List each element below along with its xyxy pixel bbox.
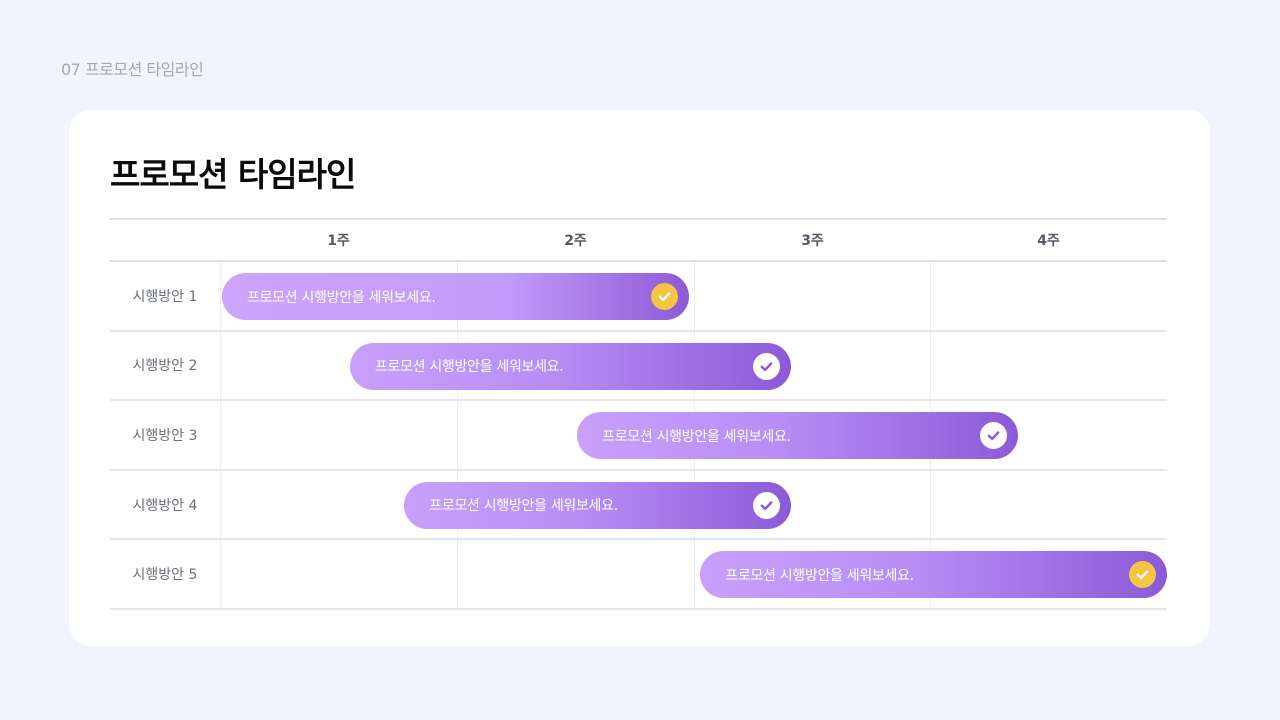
week-header-row: 1주 2주 3주 4주 [110,218,1167,262]
week-header-3: 3주 [801,233,824,249]
grid-divider [930,331,932,400]
bar-text: 프로모션 시행방안을 세워보세요. [247,289,436,306]
timeline-row: 시행방안 2 프로모션 시행방안을 세워보세요. [110,331,1167,402]
grid-divider [693,262,695,330]
grid-divider [456,401,458,469]
timeline-row: 시행방안 3 프로모션 시행방안을 세워보세요. [110,401,1167,471]
grid-divider [220,470,221,539]
check-icon [979,422,1007,450]
timeline-row: 시행방안 5 프로모션 시행방안을 세워보세요. [110,540,1167,610]
row-label: 시행방안 3 [132,427,198,444]
row-label: 시행방안 4 [132,497,198,514]
timeline-bar[interactable]: 프로모션 시행방안을 세워보세요. [577,412,1018,460]
grid-divider [930,470,932,539]
timeline-rows: 시행방안 1 프로모션 시행방안을 세워보세요. 시행방안 2 프로모션 시행방안을 … [110,262,1167,610]
bar-text: 프로모션 시행방안을 세워보세요. [429,498,618,515]
bar-text: 프로모션 시행방안을 세워보세요. [725,567,914,584]
week-header-2: 2주 [564,233,587,249]
page-title: 프로모션 타임라인 [110,155,356,194]
timeline-row: 시행방안 4 프로모션 시행방안을 세워보세요. [110,470,1167,541]
bar-text: 프로모션 시행방안을 세워보세요. [374,359,564,376]
timeline-bar[interactable]: 프로모션 시행방안을 세워보세요. [349,342,791,390]
row-label: 시행방안 2 [132,358,198,375]
bar-text: 프로모션 시행방안을 세워보세요. [602,428,791,445]
grid-divider [220,262,221,330]
check-icon [752,352,780,380]
week-header-4: 4주 [1037,233,1060,249]
grid-divider [220,401,221,469]
grid-divider [220,331,221,400]
timeline-bar[interactable]: 프로모션 시행방안을 세워보세요. [700,551,1167,599]
week-header-1: 1주 [327,233,350,249]
grid-divider [220,540,221,608]
timeline-card: 프로모션 타임라인 1주 2주 3주 4주 시행방안 1 프로모션 시행방안을 세… [69,110,1210,646]
check-icon [650,283,678,310]
timeline-bar[interactable]: 프로모션 시행방안을 세워보세요. [222,273,689,320]
row-label: 시행방안 5 [132,567,198,584]
grid-divider [693,540,695,608]
row-label: 시행방안 1 [132,288,198,305]
section-label: 07 프로모션 타임라인 [61,60,204,79]
timeline-bar[interactable]: 프로모션 시행방안을 세워보세요. [404,481,791,529]
grid-divider [930,262,932,330]
check-icon [752,491,780,519]
timeline-row: 시행방안 1 프로모션 시행방안을 세워보세요. [110,262,1167,332]
grid-divider [456,540,458,608]
check-icon [1128,561,1156,589]
